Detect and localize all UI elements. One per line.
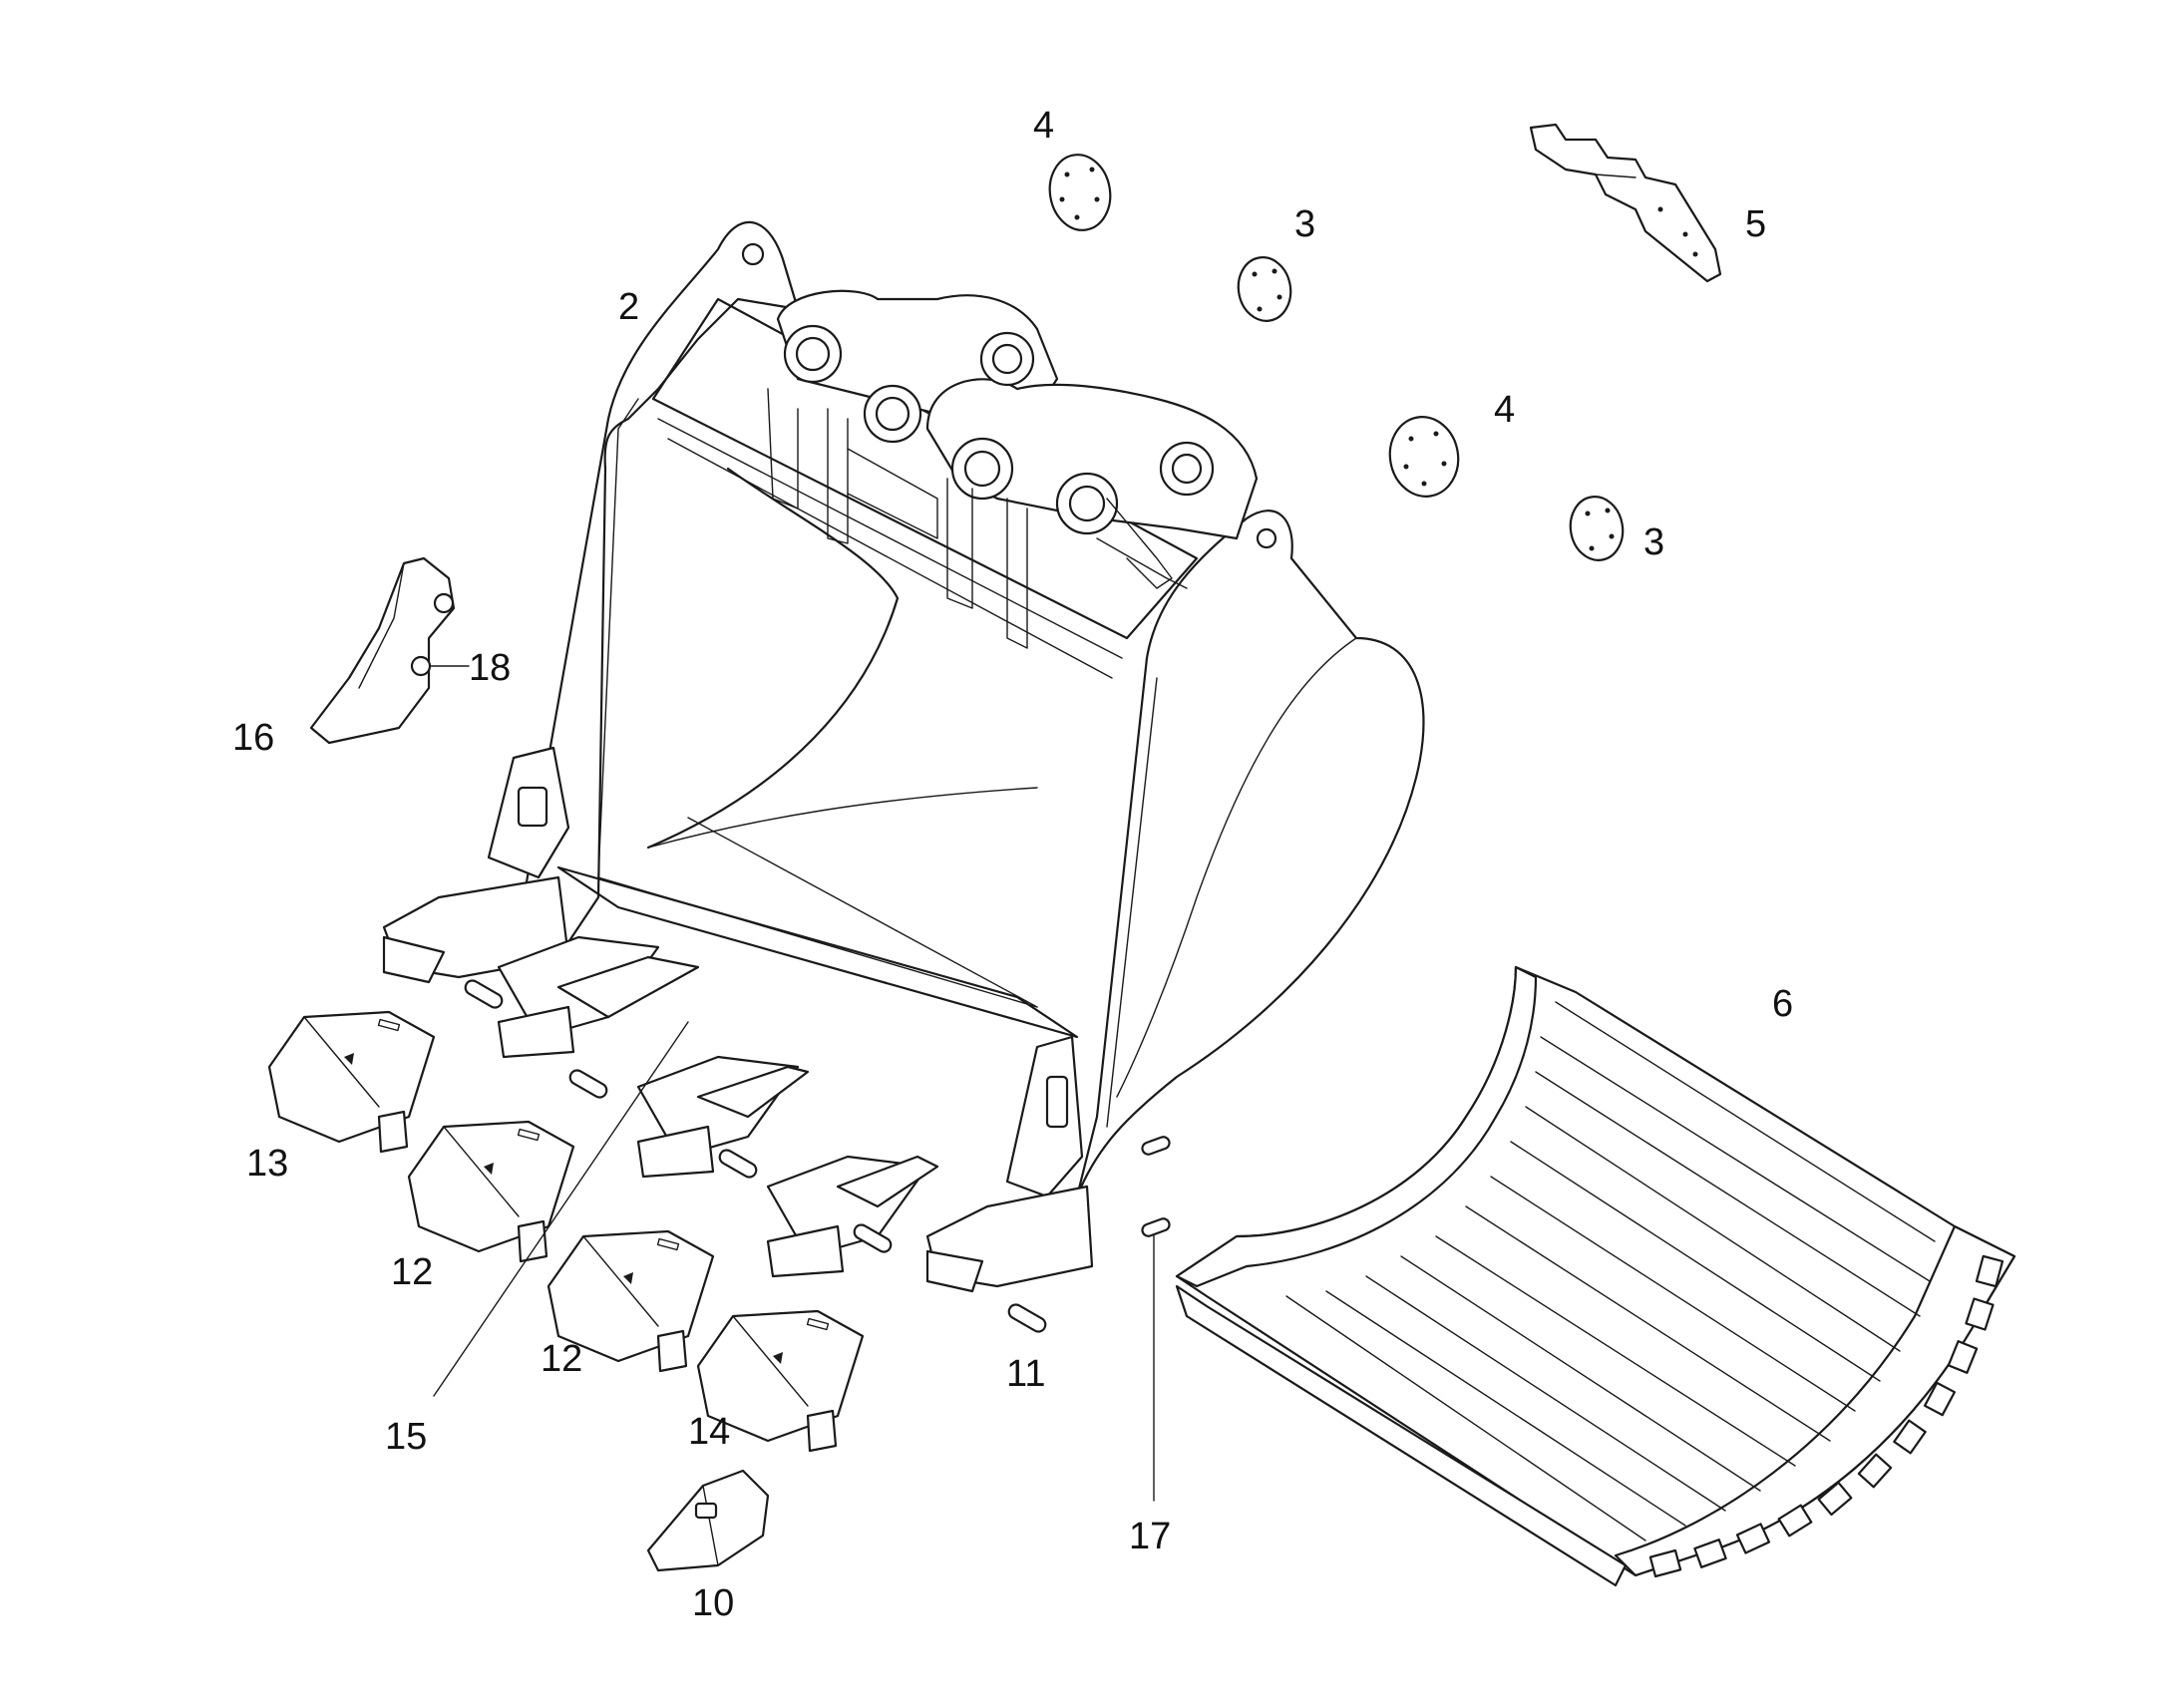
left-corner-adapter	[382, 746, 570, 984]
cover-plate-4b	[1388, 416, 1460, 498]
callout-18: 18	[469, 647, 511, 689]
pin-17a	[1141, 1136, 1171, 1156]
callout-15: 15	[385, 1416, 427, 1458]
callout-17: 17	[1129, 1516, 1171, 1557]
tooth-12a	[407, 1120, 575, 1263]
tooth-12b	[546, 1229, 715, 1373]
pin-11	[1007, 1303, 1047, 1333]
right-corner-adapter	[925, 1035, 1094, 1293]
callout-labels: 2 3 3 4 4 5 6 10 11 12 12 13 14 15 16 17…	[232, 105, 1793, 1624]
callout-3a: 3	[1294, 203, 1315, 245]
callout-12b: 12	[541, 1338, 582, 1380]
wear-liner-6	[1175, 965, 2016, 1587]
callout-16: 16	[232, 717, 274, 759]
callout-3b: 3	[1643, 521, 1664, 563]
cover-plate-3b	[1569, 496, 1625, 561]
cover-plate-3a	[1237, 256, 1292, 322]
callout-11: 11	[1006, 1353, 1045, 1395]
tooth-pins	[464, 979, 1047, 1333]
callout-4b: 4	[1494, 389, 1515, 431]
adapter-10	[646, 1469, 770, 1572]
callout-10: 10	[692, 1582, 734, 1624]
cover-plate-4a	[1048, 154, 1112, 231]
bucket-body	[517, 220, 1425, 1198]
callout-13: 13	[246, 1143, 288, 1185]
tooth-13	[267, 1010, 436, 1154]
tooth-14	[696, 1309, 865, 1453]
callout-4a: 4	[1033, 105, 1054, 147]
bracket-5	[1529, 123, 1722, 283]
tooth-adapters	[497, 935, 939, 1278]
callout-2: 2	[618, 286, 639, 328]
pin-17b	[1141, 1217, 1171, 1237]
callout-6: 6	[1772, 983, 1793, 1025]
leader-15	[433, 1021, 689, 1397]
callout-5: 5	[1745, 203, 1766, 245]
callout-12a: 12	[391, 1251, 433, 1293]
side-cutter-16	[309, 556, 456, 745]
callout-14: 14	[688, 1411, 730, 1453]
